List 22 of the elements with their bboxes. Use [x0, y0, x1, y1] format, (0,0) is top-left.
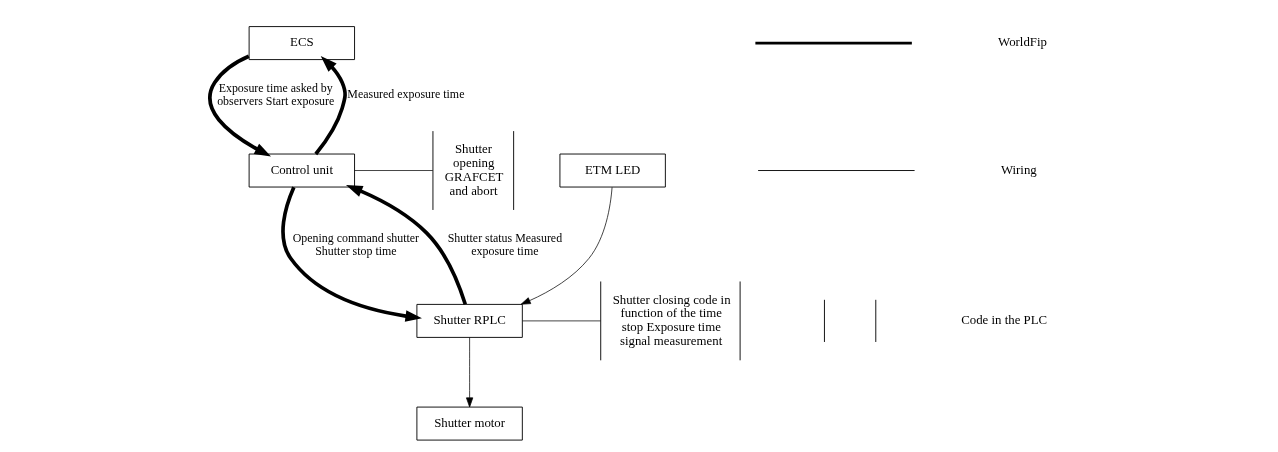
edge-label: Exposure time asked by observers Start exposure — [217, 81, 335, 108]
node-box: ETM LED — [559, 153, 666, 188]
connector — [522, 320, 601, 322]
legend-label: Code in the PLC — [961, 313, 1048, 328]
node-box: Shutter motor — [416, 406, 523, 441]
connector — [354, 170, 434, 171]
arrow — [520, 186, 613, 305]
node-box: Shutter RPLC — [416, 303, 523, 338]
edge-label: Shutter status Measured exposure time — [447, 231, 563, 259]
node-text: Shutter opening GRAFCET and abort — [444, 142, 504, 198]
legend-label: Wiring — [1000, 162, 1037, 177]
node-box: Control unit — [248, 153, 355, 188]
arrow — [281, 186, 422, 322]
legend-label: WorldFip — [998, 35, 1047, 50]
arrow — [466, 337, 474, 408]
edge-label: Measured exposure time — [347, 87, 465, 102]
arrow — [345, 185, 467, 305]
arrow — [208, 54, 271, 157]
arrow — [314, 56, 347, 156]
node-box: ECS — [248, 26, 355, 61]
node-text: Shutter closing code in function of the time stop Exposure time signal measurement — [612, 292, 731, 348]
edge-label: Opening command shutter Shutter stop time — [292, 231, 420, 259]
